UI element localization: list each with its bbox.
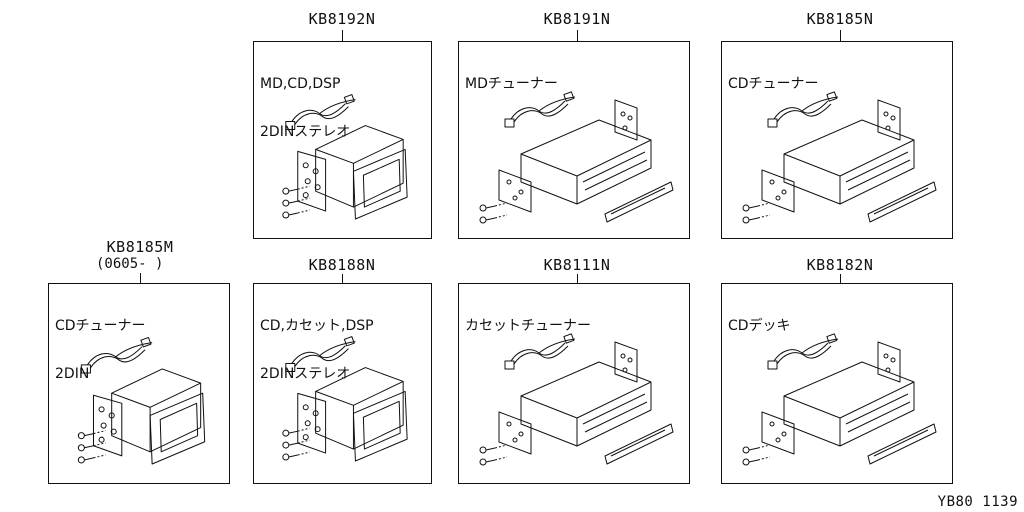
date-note: (0605- ) — [96, 256, 164, 272]
part-code-kb8191n: KB8191N — [543, 10, 611, 28]
stereo-2din-illustration — [77, 336, 206, 465]
panel-kb8185n: CDチューナー — [721, 41, 953, 239]
panel-kb8182n: CDデッキ — [721, 283, 953, 484]
panel-caption: MD,CD,DSP 2DINステレオ — [260, 44, 350, 172]
side-bracket — [297, 150, 327, 212]
unit-1din — [479, 333, 674, 466]
tuner-1din-illustration — [742, 333, 937, 466]
tuner-1din-illustration — [479, 91, 674, 224]
screws — [77, 430, 106, 464]
side-bracket — [877, 99, 901, 141]
part-code-kb8185m: KB8185M — [106, 238, 174, 256]
part-code-kb8188n: KB8188N — [308, 256, 376, 274]
wire-harness — [285, 336, 356, 373]
unit-2din — [282, 94, 408, 220]
leader-line — [577, 274, 578, 284]
caption-line-1: MD,CD,DSP — [260, 76, 341, 92]
unit-2din — [77, 336, 206, 465]
side-bracket — [877, 341, 901, 383]
front-bracket — [761, 411, 795, 455]
wire-harness — [504, 91, 576, 128]
trim-ring — [867, 423, 937, 465]
leader-line — [140, 273, 141, 283]
panel-caption: CDチューナー — [728, 44, 819, 124]
unit-1din — [742, 333, 937, 466]
part-code-kb8182n: KB8182N — [806, 256, 874, 274]
caption-line-2: 2DINステレオ — [260, 366, 351, 382]
part-code-kb8185n: KB8185N — [806, 10, 874, 28]
leader-line — [840, 274, 841, 284]
trim-ring — [604, 181, 674, 223]
unit-body — [315, 367, 404, 406]
tuner-1din-illustration — [479, 333, 674, 466]
unit-1din — [742, 91, 937, 224]
front-bracket — [498, 169, 532, 213]
screws — [282, 427, 310, 461]
trim-ring — [604, 423, 674, 465]
wire-harness — [285, 94, 356, 131]
caption-line-1: CDチューナー — [728, 76, 819, 92]
panel-kb8191n: MDチューナー — [458, 41, 690, 239]
unit-1din — [479, 91, 674, 224]
side-bracket — [297, 392, 327, 454]
caption-line-1: カセットチューナー — [465, 318, 591, 334]
screws — [742, 202, 771, 224]
wire-harness — [504, 333, 576, 370]
figure-reference: YB80 1139 — [937, 494, 1018, 510]
caption-line-2: 2DIN — [55, 366, 90, 382]
face-plate — [149, 392, 206, 465]
caption-line-1: CDデッキ — [728, 318, 791, 334]
trim-ring — [867, 181, 937, 223]
panel-kb8111n: カセットチューナー — [458, 283, 690, 484]
leader-line — [342, 274, 343, 284]
screws — [479, 444, 508, 466]
side-bracket — [614, 341, 638, 383]
stereo-2din-illustration — [282, 336, 408, 462]
panel-caption: MDチューナー — [465, 44, 558, 124]
leader-line — [342, 30, 343, 42]
panel-caption: CD,カセット,DSP 2DINステレオ — [260, 286, 374, 414]
panel-caption: カセットチューナー — [465, 286, 591, 366]
part-code-kb8192n: KB8192N — [308, 10, 376, 28]
unit-2din — [282, 336, 408, 462]
unit-body — [315, 125, 404, 164]
caption-line-1: CDチューナー — [55, 318, 146, 334]
panel-caption: CDチューナー 2DIN — [55, 286, 146, 414]
side-bracket — [614, 99, 638, 141]
wire-harness — [80, 336, 153, 374]
wire-harness — [767, 333, 839, 370]
screws — [742, 444, 771, 466]
leader-line — [840, 30, 841, 42]
panel-caption: CDデッキ — [728, 286, 791, 366]
panel-kb8188n: CD,カセット,DSP 2DINステレオ — [253, 283, 432, 484]
stereo-2din-illustration — [282, 94, 408, 220]
caption-line-1: MDチューナー — [465, 76, 558, 92]
face-plate — [352, 148, 408, 220]
part-code-kb8111n: KB8111N — [543, 256, 611, 274]
side-bracket — [92, 394, 123, 457]
caption-line-1: CD,カセット,DSP — [260, 318, 374, 334]
screws — [282, 185, 310, 219]
tuner-1din-illustration — [742, 91, 937, 224]
unit-body — [111, 368, 202, 408]
panel-kb8192n: MD,CD,DSP 2DINステレオ — [253, 41, 432, 239]
caption-line-2: 2DINステレオ — [260, 124, 351, 140]
front-bracket — [761, 169, 795, 213]
screws — [479, 202, 508, 224]
front-bracket — [498, 411, 532, 455]
panel-kb8185m: CDチューナー 2DIN — [48, 283, 230, 484]
wire-harness — [767, 91, 839, 128]
leader-line — [577, 30, 578, 42]
face-plate — [352, 390, 408, 462]
